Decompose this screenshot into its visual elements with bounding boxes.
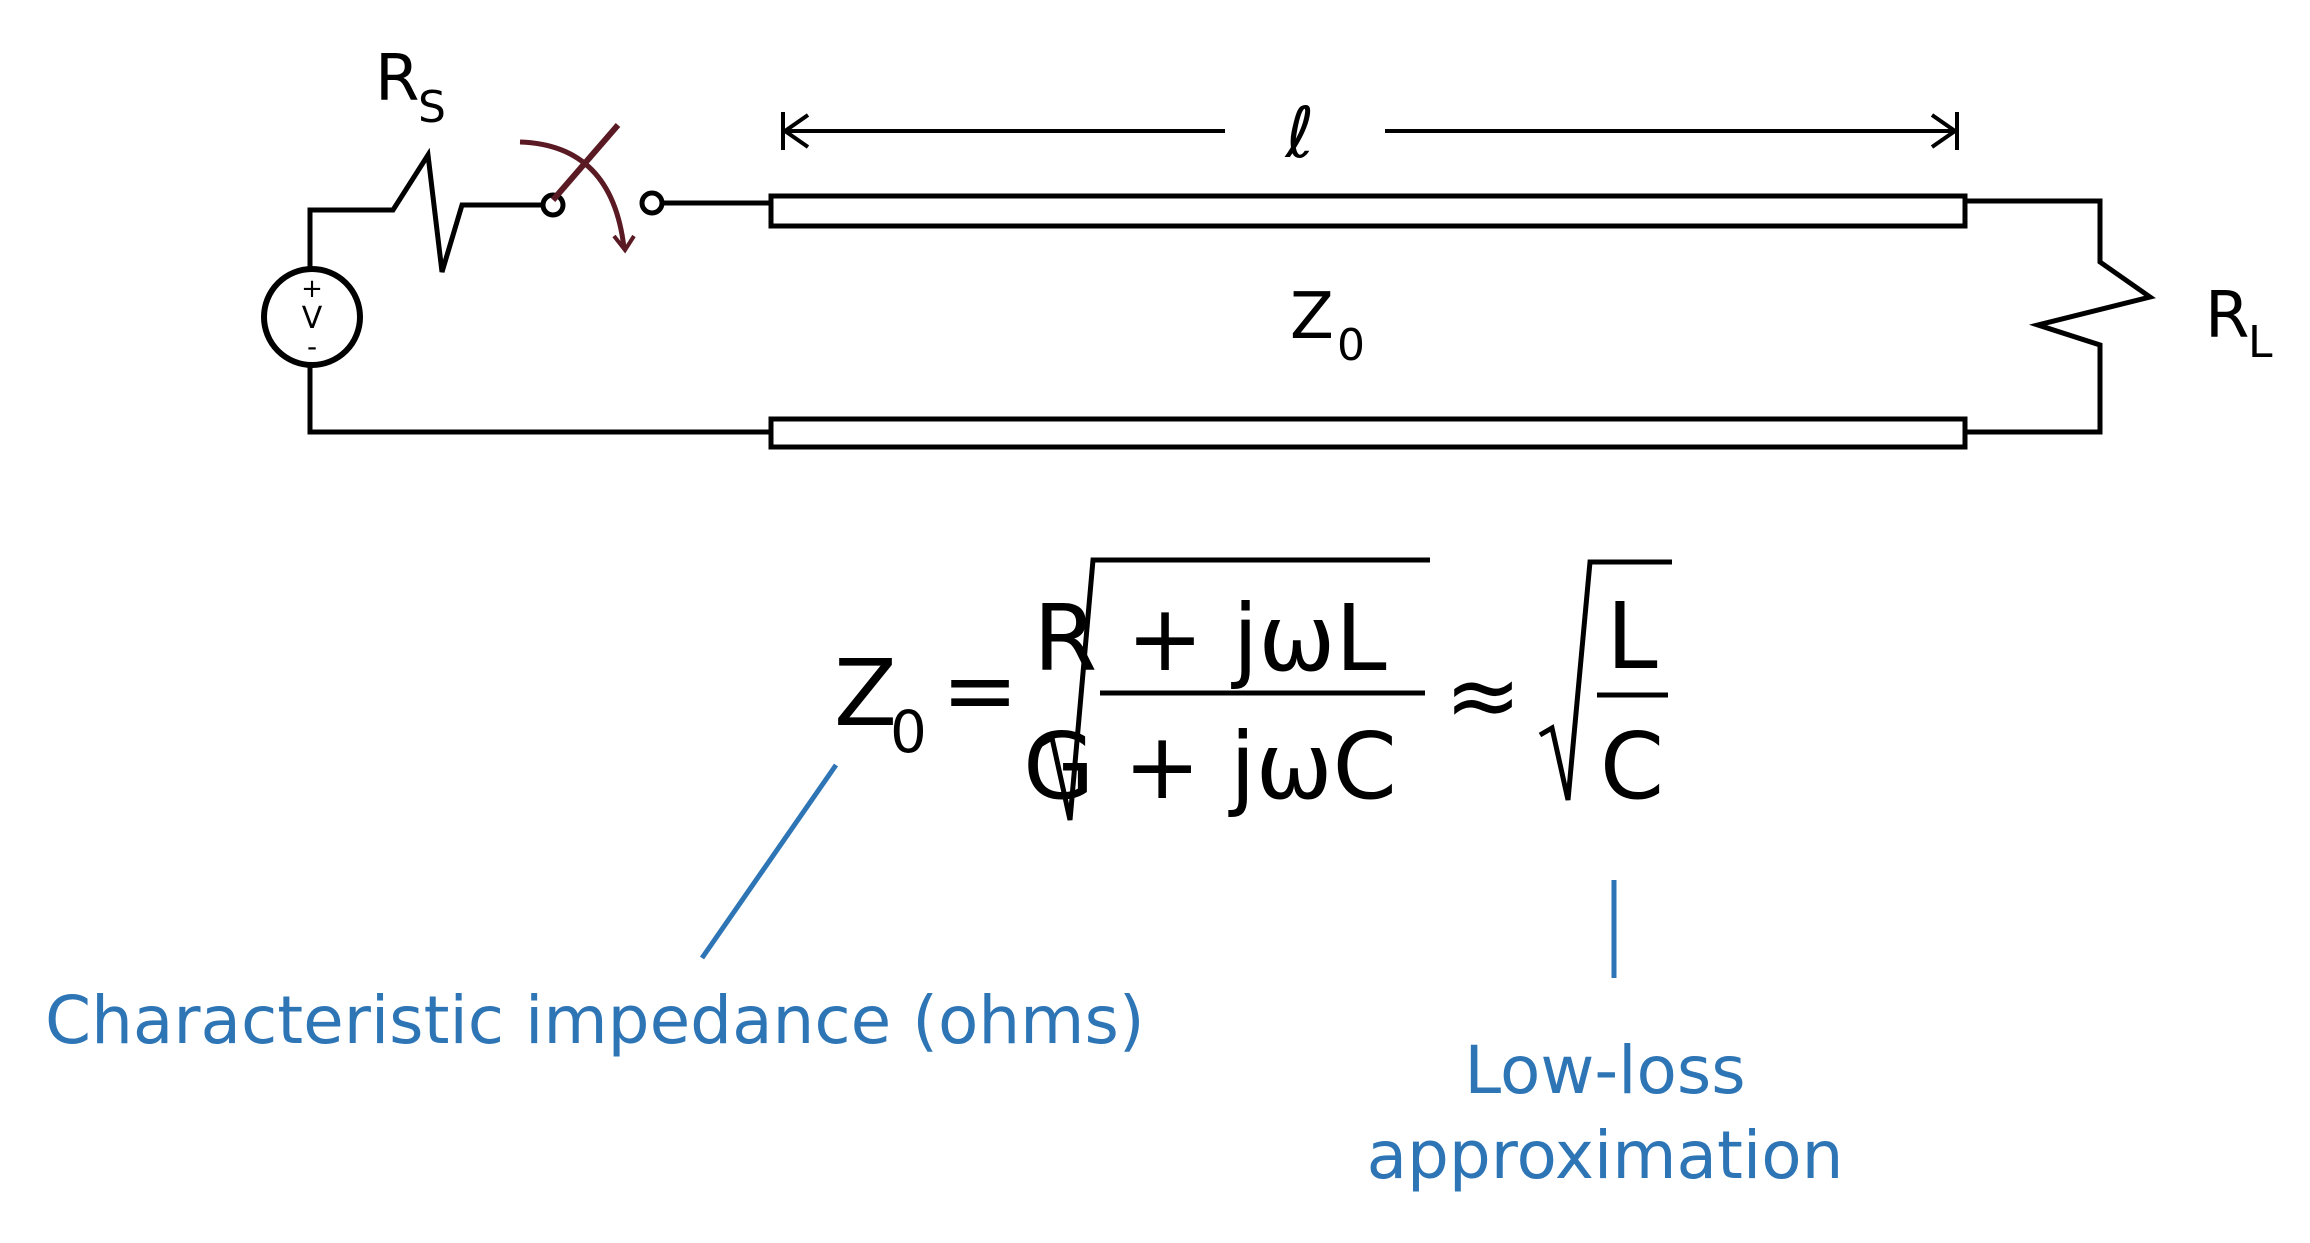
svg-text:R: R xyxy=(2205,279,2249,353)
source-plus-sign: + xyxy=(301,274,323,304)
switch xyxy=(519,123,770,254)
eq-approx-numerator: L xyxy=(1606,583,1657,690)
source-resistor-label: R S xyxy=(375,42,446,133)
annotation-leader-left xyxy=(699,763,839,960)
arrow-left-icon xyxy=(781,113,810,149)
length-symbol: ℓ xyxy=(1285,92,1315,174)
svg-text:S: S xyxy=(418,82,446,133)
eq-denominator: G + jωC xyxy=(1023,713,1397,820)
voltage-source: + V - xyxy=(261,266,363,368)
arrow-right-icon xyxy=(1930,113,1959,149)
line-impedance-label: Z 0 xyxy=(1290,280,1365,371)
load-resistor-label: R L xyxy=(2205,279,2273,368)
svg-text:R: R xyxy=(375,42,419,116)
source-top-wire xyxy=(307,147,556,275)
sqrt-small-icon xyxy=(1538,559,1672,801)
eq-equals: = xyxy=(941,637,1018,744)
switch-arrow-icon xyxy=(612,234,636,254)
length-dimension: ℓ xyxy=(781,92,1959,174)
annotation-low-loss-line2: approximation xyxy=(1367,1117,1844,1194)
source-minus-sign: - xyxy=(307,330,317,363)
bottom-conductor xyxy=(768,416,1968,450)
annotation-characteristic-impedance: Characteristic impedance (ohms) xyxy=(45,982,1145,1059)
svg-text:0: 0 xyxy=(1337,320,1365,371)
eq-approx: ≈ xyxy=(1444,642,1521,749)
sqrt-icon xyxy=(1038,557,1430,821)
source-v-label: V xyxy=(302,301,323,336)
annotation-low-loss-line1: Low-loss xyxy=(1464,1032,1745,1109)
top-conductor xyxy=(768,193,1968,229)
characteristic-impedance-equation: Z 0 = R + jωL G + jωC ≈ L C xyxy=(834,557,1672,821)
eq-approx-denominator: C xyxy=(1600,713,1664,820)
svg-text:Z: Z xyxy=(1290,280,1334,354)
load-wire xyxy=(1962,198,2156,435)
svg-text:L: L xyxy=(2248,317,2273,368)
eq-numerator: R + jωL xyxy=(1033,585,1386,692)
eq-lhs-letter: Z xyxy=(834,640,897,747)
eq-lhs-subscript: 0 xyxy=(890,698,927,766)
source-bottom-wire xyxy=(307,359,773,435)
